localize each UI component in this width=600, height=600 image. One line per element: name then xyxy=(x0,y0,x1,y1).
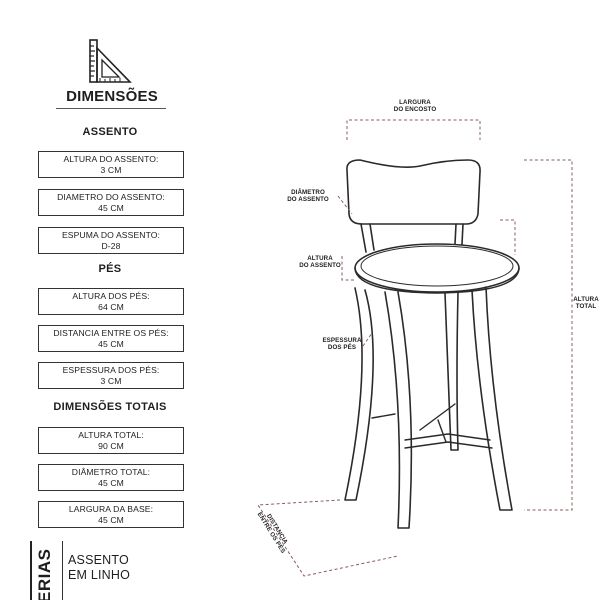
leg-front-left xyxy=(344,287,374,501)
dim-distancia-pes xyxy=(257,499,399,577)
ruler-triangle-icon xyxy=(89,39,132,83)
section-title-dimensoes-totais: DIMENSÕES TOTAIS xyxy=(53,401,167,413)
spec-value: 45 CM xyxy=(98,202,124,213)
annotation-line: DO ASSENTO xyxy=(287,196,329,203)
footrest-cross xyxy=(371,403,491,443)
spec-label: ALTURA DO ASSENTO: xyxy=(63,154,159,164)
seat-inner xyxy=(360,245,514,287)
seat-edge xyxy=(354,267,520,294)
spec-label: ALTURA TOTAL: xyxy=(78,430,144,440)
annotation-line: ALTURA xyxy=(573,296,599,303)
annotation-line: DO ENCOSTO xyxy=(393,106,437,113)
spec-label: ESPESSURA DOS PÉS: xyxy=(62,365,160,375)
footrest-bar xyxy=(404,441,493,449)
spec-box-espuma-assento: ESPUMA DO ASSENTO: D-28 xyxy=(38,227,184,254)
leg-back-left xyxy=(444,291,459,451)
dim-largura-encosto xyxy=(346,119,481,140)
materials-text: ASSENTO EM LINHO xyxy=(68,553,130,583)
backrest-post-right xyxy=(454,223,464,245)
section-title-pes: PÉS xyxy=(98,263,122,275)
spec-value: D-28 xyxy=(101,240,121,251)
materials-line: ASSENTO xyxy=(68,553,129,567)
spec-box-altura-total: ALTURA TOTAL: 90 CM xyxy=(38,427,184,454)
spec-box-altura-pes: ALTURA DOS PÉS: 64 CM xyxy=(38,288,184,315)
leg-back-right xyxy=(471,286,513,511)
annotation-altura-assento: ALTURA DO ASSENTO xyxy=(298,255,342,269)
spec-label: DIÂMETRO TOTAL: xyxy=(71,467,151,477)
dim-seat-side xyxy=(500,219,516,255)
spec-label: DIAMETRO DO ASSENTO: xyxy=(57,192,165,202)
spec-box-largura-base: LARGURA DA BASE: 45 CM xyxy=(38,501,184,528)
dim-altura-total xyxy=(524,159,573,511)
annotation-diametro-assento: DIÂMETRO DO ASSENTO xyxy=(282,189,334,203)
backrest-post-left xyxy=(360,223,375,253)
page-title: DIMENSÕES xyxy=(66,88,158,105)
spec-label: ALTURA DOS PÉS: xyxy=(72,291,150,301)
spec-label: ESPUMA DO ASSENTO: xyxy=(61,230,161,240)
materials-bar xyxy=(30,541,32,600)
annotation-altura-total: ALTURA TOTAL xyxy=(572,296,600,310)
spec-box-distancia-pes: DISTANCIA ENTRE OS PÉS: 45 CM xyxy=(38,325,184,352)
title-divider xyxy=(56,108,166,109)
spec-box-espessura-pes: ESPESSURA DOS PÉS: 3 CM xyxy=(38,362,184,389)
dim-altura-assento xyxy=(341,256,354,281)
spec-value: 45 CM xyxy=(98,338,124,349)
annotation-line: TOTAL xyxy=(575,303,597,310)
dim-espessura-pes xyxy=(362,332,373,347)
annotation-line: DOS PÉS xyxy=(327,344,357,351)
annotation-line: ESPESSURA xyxy=(322,337,362,344)
annotation-line: LARGURA xyxy=(399,99,431,106)
spec-value: 45 CM xyxy=(98,514,124,525)
spec-value: 90 CM xyxy=(98,440,124,451)
spec-box-diametro-assento: DIAMETRO DO ASSENTO: 45 CM xyxy=(38,189,184,216)
backrest xyxy=(346,159,481,225)
dim-diametro-assento xyxy=(337,195,353,215)
spec-value: 64 CM xyxy=(98,301,124,312)
spec-value: 45 CM xyxy=(98,477,124,488)
materials-line: EM LINHO xyxy=(68,568,131,582)
spec-label: DISTANCIA ENTRE OS PÉS: xyxy=(53,328,169,338)
annotation-largura-encosto: LARGURA DO ENCOSTO xyxy=(385,99,445,113)
spec-value: 3 CM xyxy=(100,375,122,386)
annotation-line: DO ASSENTO xyxy=(299,262,341,269)
materials-divider xyxy=(62,541,63,600)
spec-box-diametro-total: DIÂMETRO TOTAL: 45 CM xyxy=(38,464,184,491)
spec-box-altura-assento: ALTURA DO ASSENTO: 3 CM xyxy=(38,151,184,178)
annotation-espessura-pes: ESPESSURA DOS PÉS xyxy=(318,337,366,351)
leg-front-right xyxy=(384,291,413,529)
seat-top xyxy=(354,243,520,293)
spec-value: 3 CM xyxy=(100,164,122,175)
spec-label: LARGURA DA BASE: xyxy=(68,504,154,514)
section-title-assento: ASSENTO xyxy=(82,126,138,138)
annotation-line: DIÂMETRO xyxy=(291,189,325,196)
annotation-line: ALTURA xyxy=(307,255,333,262)
